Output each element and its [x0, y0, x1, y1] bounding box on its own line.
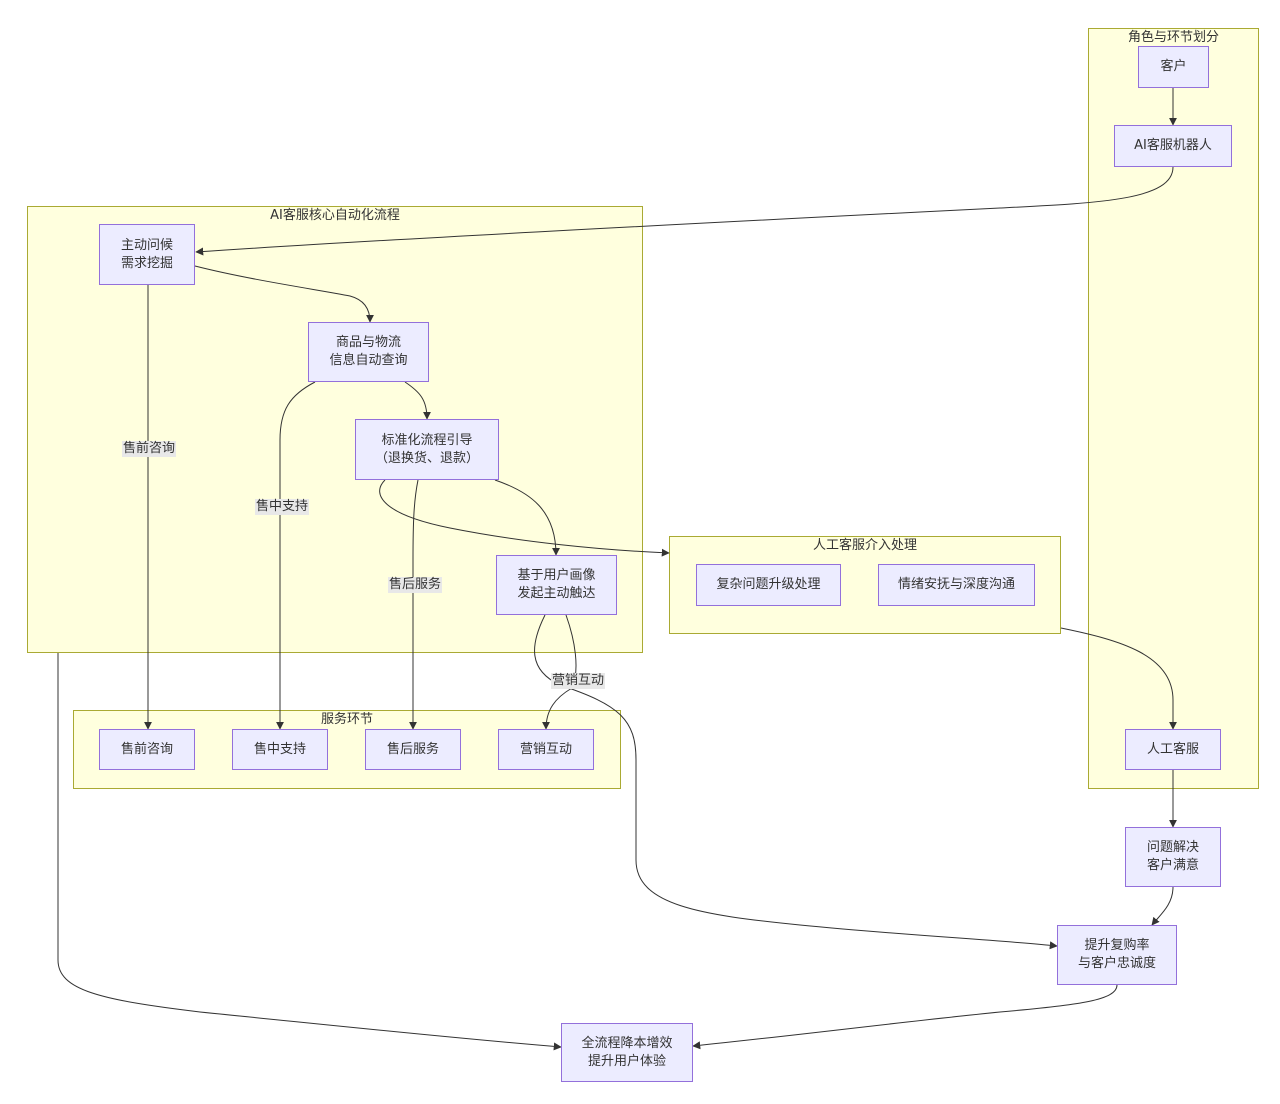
edge-label-mid-sale: 售中支持	[255, 499, 310, 515]
node-repurchase[interactable]: 提升复购率 与客户忠诚度	[1057, 925, 1177, 985]
edge-label-after-sale: 售后服务	[388, 577, 443, 593]
edge-human-agent	[1060, 627, 1177, 730]
cluster-human-title: 人工客服介入处理	[812, 538, 917, 553]
edge-repurchase-efficiency	[692, 984, 1118, 1050]
edge-label-pre-sale: 售前咨询	[122, 441, 177, 457]
edge-query-midsale	[276, 381, 316, 730]
edge-resolved-repurchase	[1151, 886, 1174, 926]
node-ai-bot[interactable]: AI客服机器人	[1114, 125, 1232, 167]
node-mid-sale[interactable]: 售中支持	[232, 729, 328, 770]
node-after-sale[interactable]: 售后服务	[365, 729, 461, 770]
edge-ai-greet	[195, 166, 1174, 256]
node-human-agent[interactable]: 人工客服	[1125, 729, 1221, 770]
cluster-core-title: AI客服核心自动化流程	[270, 208, 400, 223]
cluster-service-title: 服务环节	[320, 712, 373, 727]
node-complex[interactable]: 复杂问题升级处理	[696, 564, 841, 606]
node-efficiency[interactable]: 全流程降本增效 提升用户体验	[561, 1023, 693, 1082]
cluster-roles-title: 角色与环节划分	[1127, 30, 1219, 45]
edge-label-marketing: 营销互动	[551, 673, 606, 689]
node-resolved[interactable]: 问题解决 客户满意	[1125, 827, 1221, 887]
node-guide[interactable]: 标准化流程引导 （退换货、退款）	[355, 419, 499, 480]
node-marketing[interactable]: 营销互动	[498, 729, 594, 770]
edge-guide-aftersale	[409, 479, 419, 730]
edge-greet-query	[194, 265, 374, 323]
node-pre-sale[interactable]: 售前咨询	[99, 729, 195, 770]
node-reach[interactable]: 基于用户画像 发起主动触达	[496, 555, 617, 615]
node-emotion[interactable]: 情绪安抚与深度沟通	[878, 564, 1035, 606]
node-customer[interactable]: 客户	[1138, 46, 1209, 88]
edge-query-guide	[404, 381, 431, 420]
edge-reach-repurchase	[534, 614, 1058, 950]
edge-reach-marketing	[542, 614, 577, 730]
node-query[interactable]: 商品与物流 信息自动查询	[308, 322, 429, 382]
edge-core-efficiency	[57, 653, 562, 1051]
edge-guide-human	[379, 479, 670, 557]
node-greet[interactable]: 主动问候 需求挖掘	[99, 224, 195, 285]
edge-guide-reach	[494, 479, 560, 556]
